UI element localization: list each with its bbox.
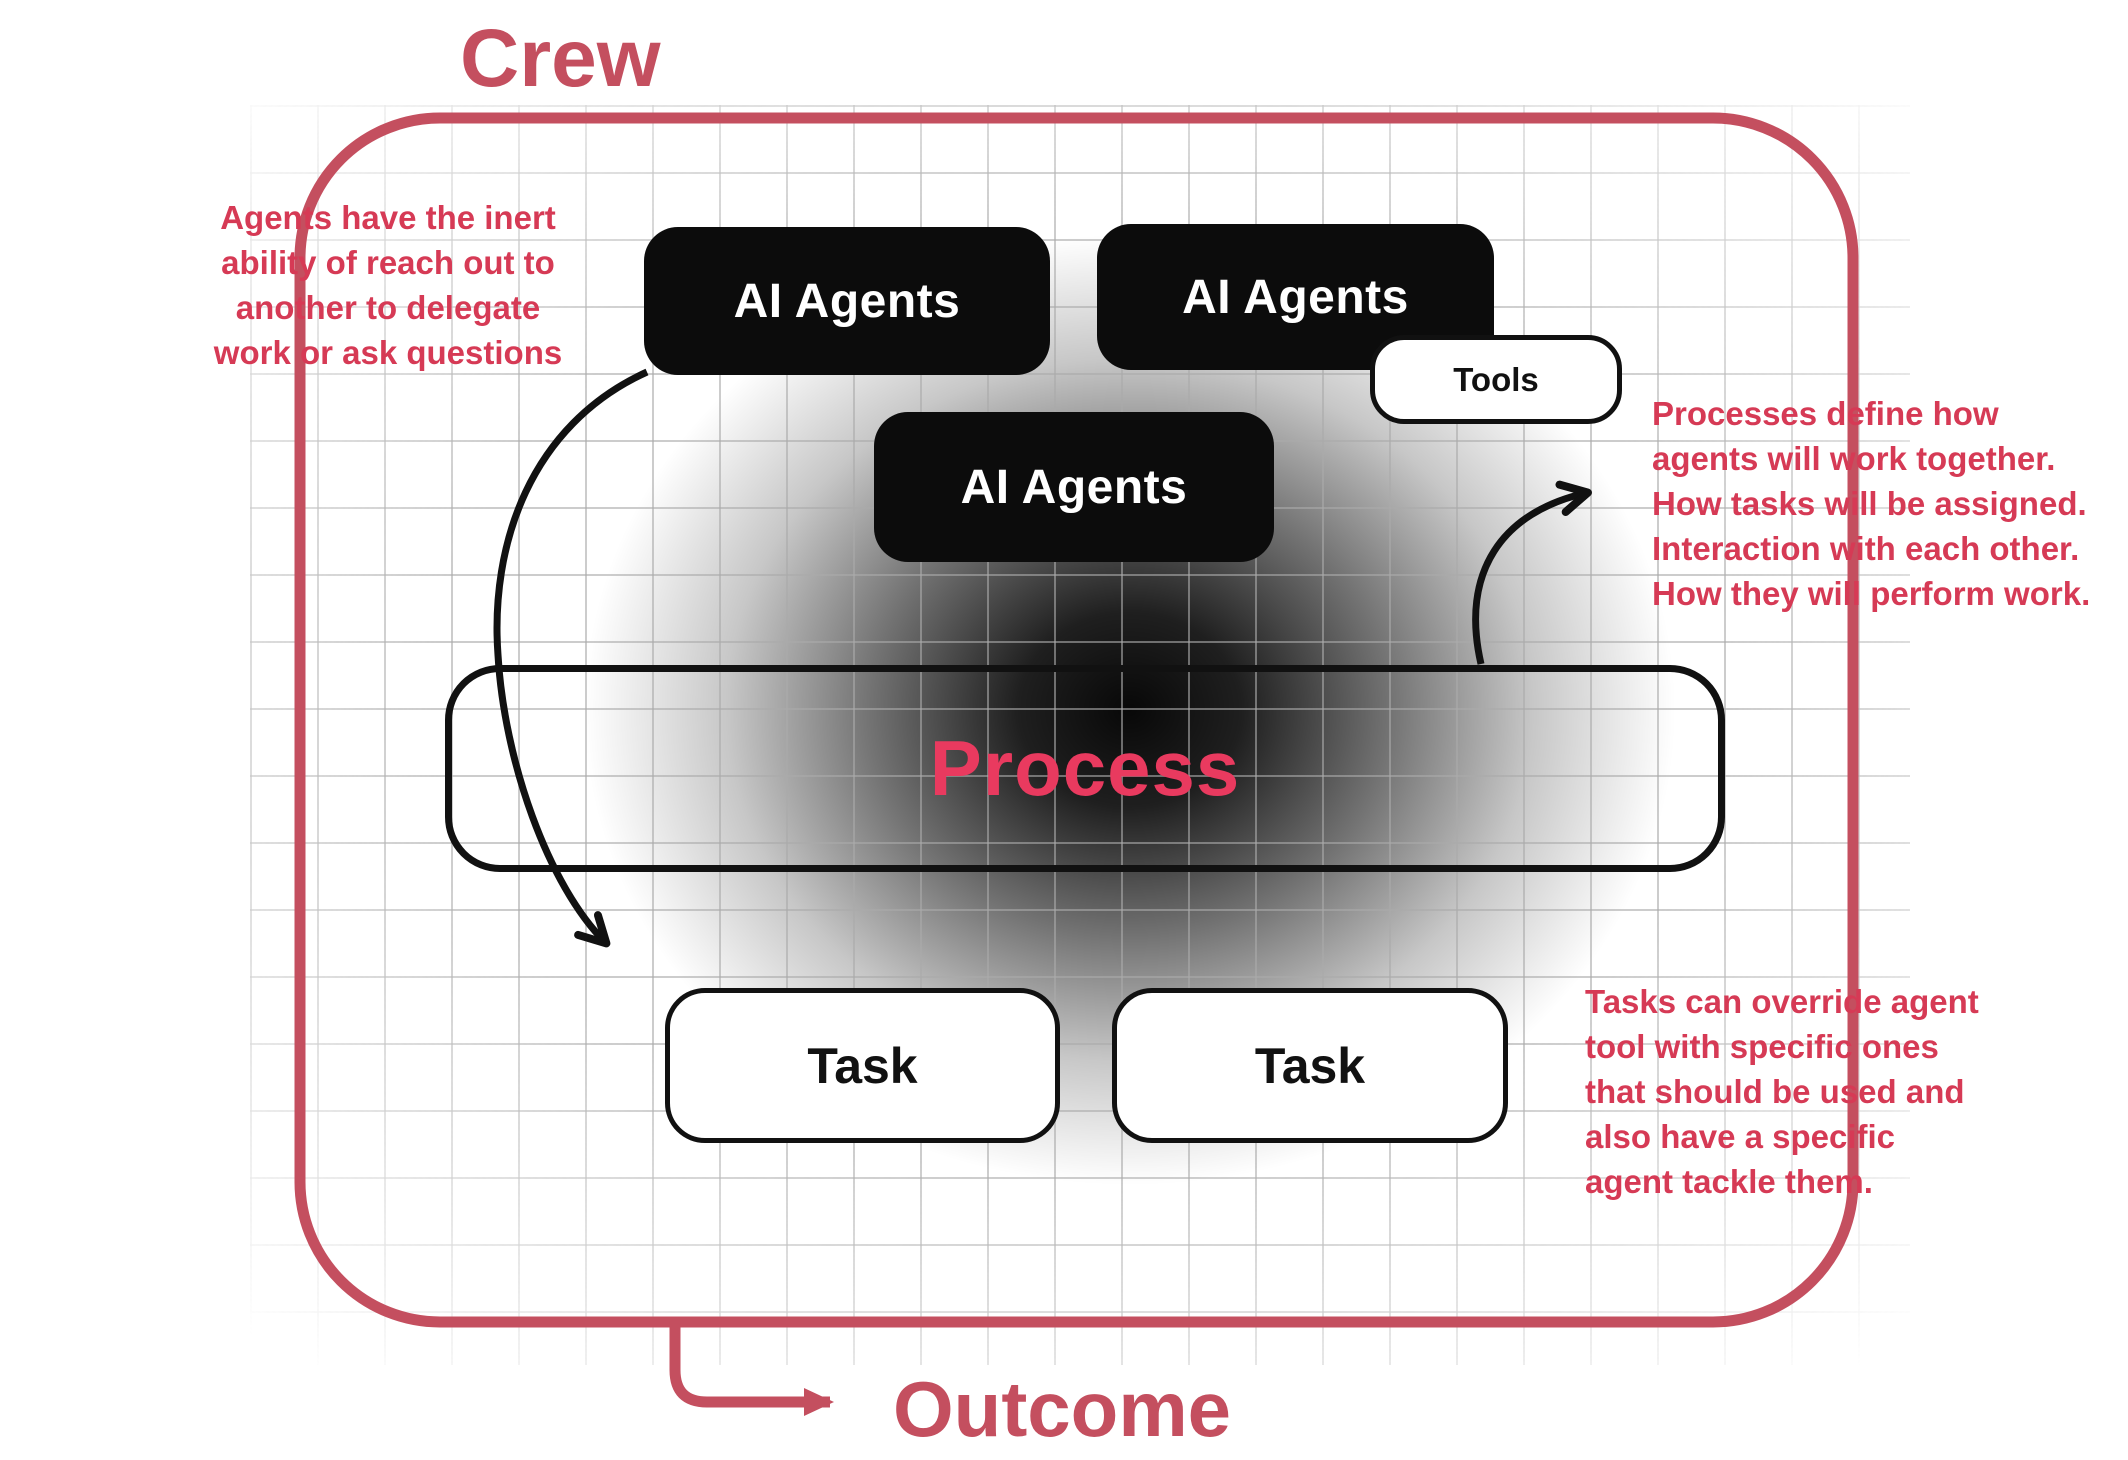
task-box-1: Task — [665, 988, 1060, 1143]
annotation-process: Processes define how agents will work to… — [1652, 395, 2091, 612]
ai-agents-label-1: AI Agents — [733, 274, 961, 328]
task-box-2: Task — [1112, 988, 1508, 1143]
process-box: Process — [445, 665, 1725, 872]
ai-agents-box-1: AI Agents — [644, 227, 1050, 375]
tools-box: Tools — [1370, 335, 1622, 424]
annotation-tasks: Tasks can override agent tool with speci… — [1585, 983, 1979, 1200]
ai-agents-label-2: AI Agents — [1182, 270, 1409, 324]
ai-agents-box-3: AI Agents — [874, 412, 1274, 562]
process-label: Process — [929, 724, 1241, 812]
annotation-delegation: Agents have the inert ability of reach o… — [213, 199, 563, 371]
ai-agents-label-3: AI Agents — [960, 460, 1188, 514]
task-label-2: Task — [1254, 1037, 1366, 1094]
crew-title: Crew — [460, 13, 661, 104]
task-label-1: Task — [807, 1037, 918, 1094]
tools-label: Tools — [1453, 360, 1539, 398]
outcome-label: Outcome — [893, 1365, 1232, 1453]
